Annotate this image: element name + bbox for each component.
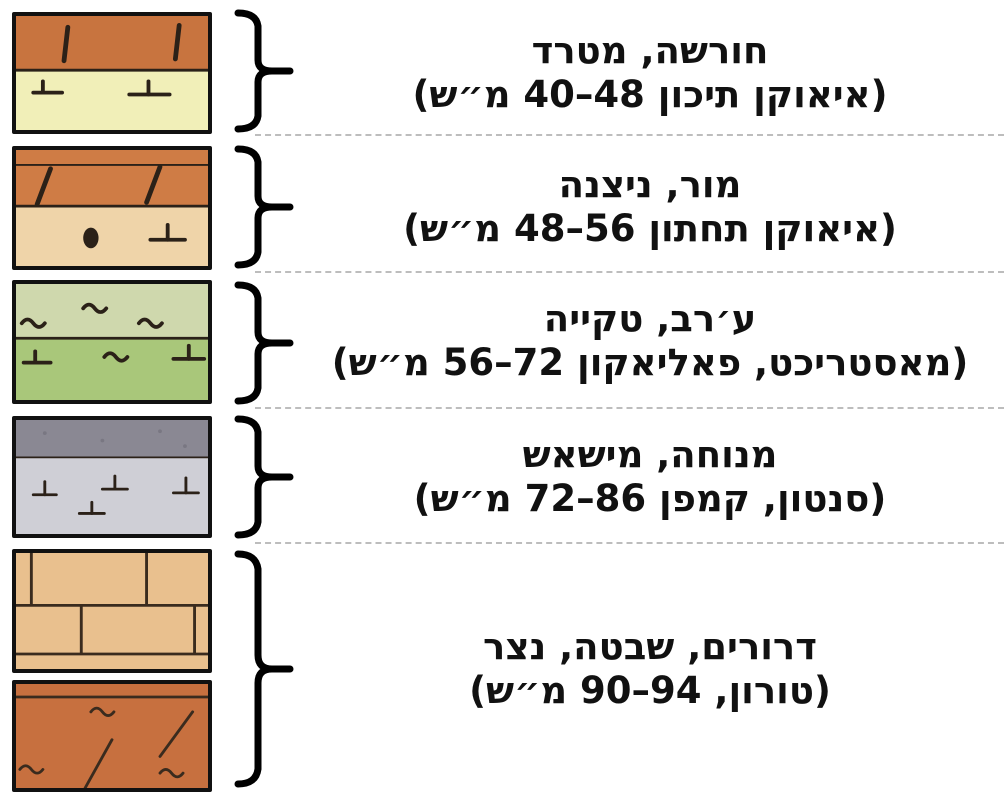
unit-2-swatch	[12, 146, 212, 270]
unit-1-age: (איאוקן תיכון 48–40 מ״ש)	[412, 73, 888, 116]
dolomite-pattern-icon	[16, 695, 208, 788]
unit-1-brace	[234, 9, 294, 133]
unit-5-swatch-lower	[12, 680, 212, 792]
unit-5-age: (טורון, 94–90 מ״ש)	[469, 669, 831, 712]
unit-3-swatch	[12, 280, 212, 404]
unit-1-swatch	[12, 12, 212, 134]
unit-4-age: (סנטון, קמפן 86–72 מ״ש)	[413, 477, 887, 520]
brick-pattern-icon	[34, 164, 163, 207]
unit-2-label: מור, ניצנה (איאוקן תחתון 56–48 מ״ש)	[300, 163, 1000, 251]
unit-4-label: מנוחה, מישאש (סנטון, קמפן 86–72 מ״ש)	[300, 433, 1000, 521]
unit-2-formation: מור, ניצנה	[558, 163, 742, 206]
unit-5-swatch-upper	[12, 549, 212, 673]
brick-pattern-icon	[61, 23, 182, 64]
row-divider	[255, 271, 1004, 273]
unit-3-age: (מאסטריכט, פאליאקון 72–56 מ״ש)	[331, 341, 969, 384]
chert-symbol-icon	[21, 343, 207, 365]
row-divider	[255, 407, 1004, 409]
unit-4-formation: מנוחה, מישאש	[522, 433, 778, 476]
nodule-icon	[83, 227, 99, 249]
marl-wave-icon	[19, 302, 164, 363]
unit-4-brace	[234, 415, 294, 539]
unit-5-formation: דרורים, שבטה, נצר	[483, 625, 817, 668]
unit-2-brace	[234, 145, 294, 269]
row-divider	[255, 134, 1004, 136]
limestone-block-icon	[16, 553, 208, 656]
unit-3-brace	[234, 281, 294, 405]
unit-1-formation: חורשה, מטרד	[531, 29, 769, 72]
unit-3-label: ע׳רב, טקייה (מאסטריכט, פאליאקון 72–56 מ״…	[300, 297, 1000, 385]
unit-4-swatch	[12, 416, 212, 538]
row-divider	[255, 542, 1004, 544]
chalk-pattern-icon	[42, 429, 187, 449]
chert-symbol-icon	[148, 222, 187, 242]
unit-2-age: (איאוקן תחתון 56–48 מ״ש)	[403, 207, 897, 250]
unit-3-formation: ע׳רב, טקייה	[543, 297, 757, 340]
unit-1-label: חורשה, מטרד (איאוקן תיכון 48–40 מ״ש)	[300, 29, 1000, 117]
unit-5-label: דרורים, שבטה, נצר (טורון, 94–90 מ״ש)	[300, 625, 1000, 713]
chert-symbol-icon	[31, 79, 172, 97]
chert-symbol-icon	[31, 474, 200, 515]
unit-5-brace	[234, 550, 294, 788]
